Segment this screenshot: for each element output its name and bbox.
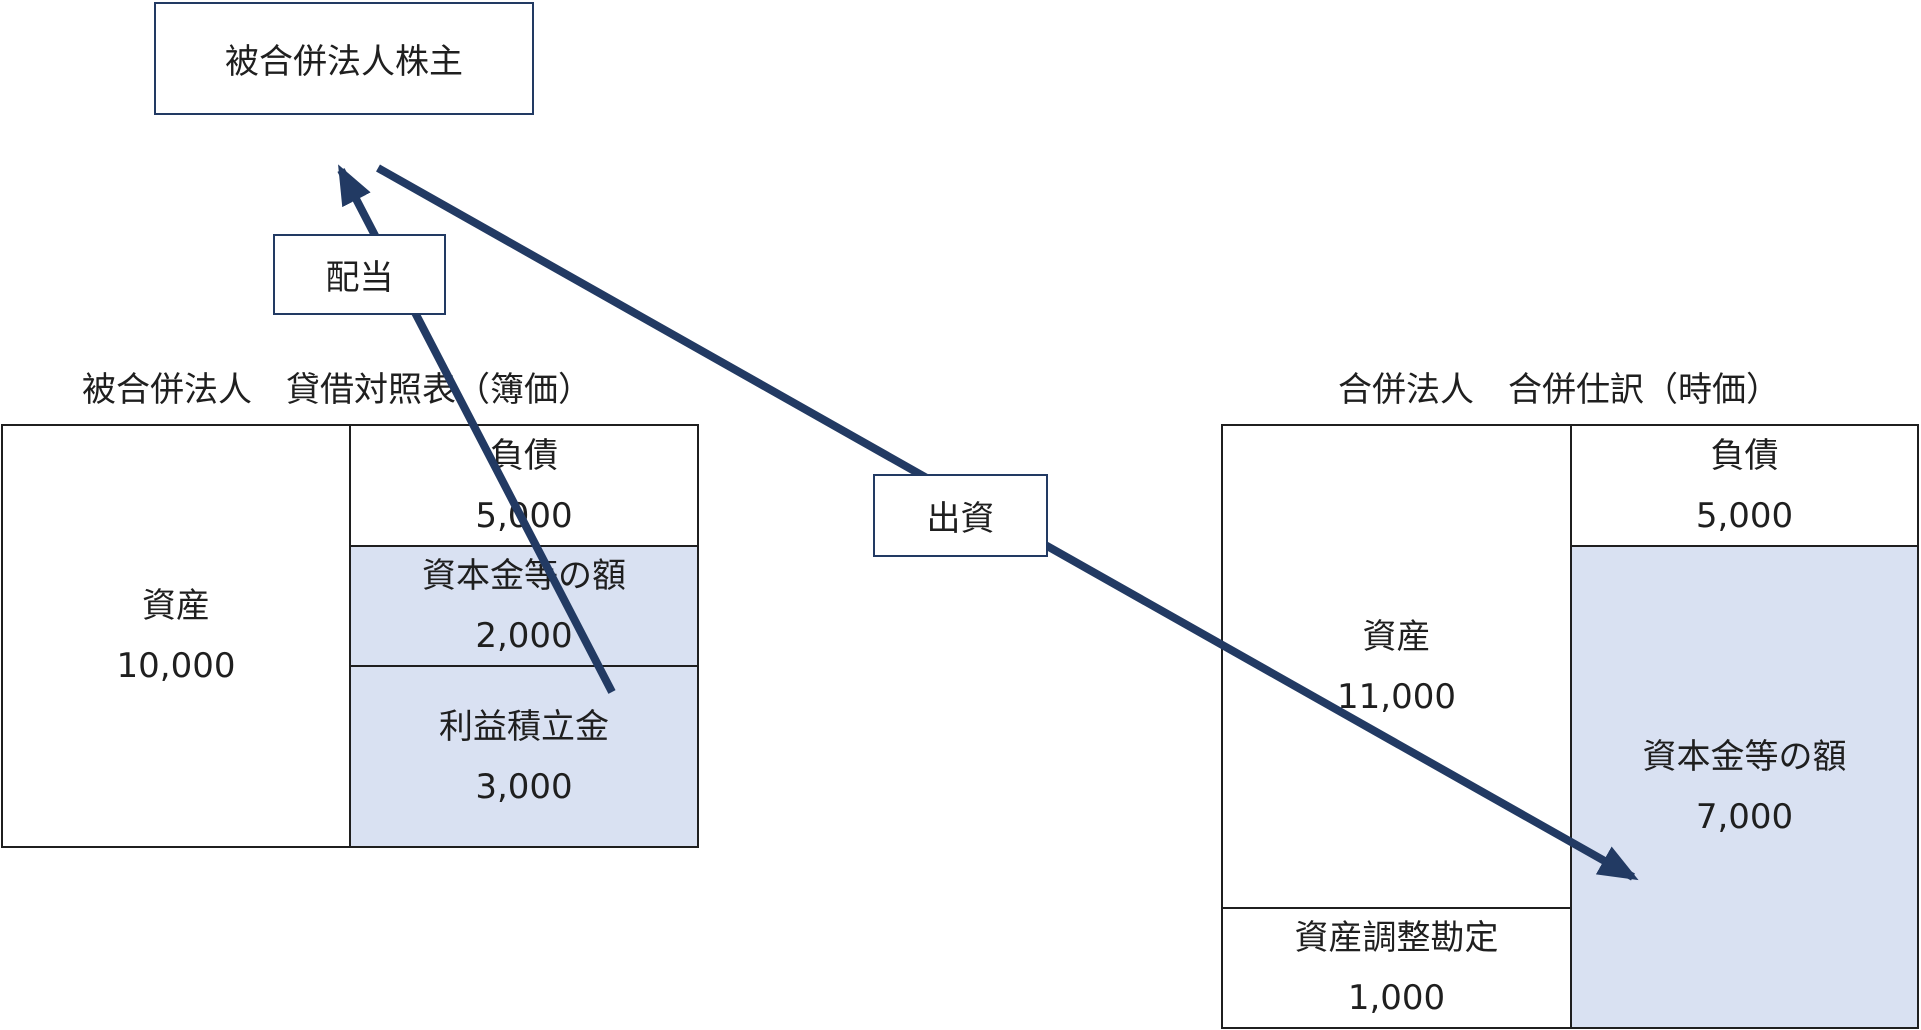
- left-capital-label: 資本金等の額: [422, 556, 626, 596]
- shareholder-box: 被合併法人株主: [154, 2, 534, 115]
- right-capital-cell: 資本金等の額 7,000: [1570, 545, 1919, 1029]
- dividend-label: 配当: [325, 258, 394, 298]
- right-assets-label: 資産: [1362, 616, 1431, 657]
- left-liabilities-label: 負債: [490, 435, 558, 476]
- right-liabilities-value: 5,000: [1695, 495, 1794, 536]
- right-adjustment-label: 資産調整勘定: [1294, 918, 1499, 958]
- left-assets-label: 資産: [142, 586, 210, 626]
- left-retained-label: 利益積立金: [439, 706, 609, 747]
- left-capital-value: 2,000: [475, 616, 573, 656]
- dividend-box: 配当: [273, 234, 446, 315]
- shareholder-label: 被合併法人株主: [225, 42, 463, 82]
- right-capital-value: 7,000: [1695, 797, 1794, 837]
- right-capital-label: 資本金等の額: [1642, 737, 1847, 777]
- right-liabilities-cell: 負債 5,000: [1570, 424, 1919, 547]
- right-assets-cell: 資産 11,000: [1221, 424, 1572, 909]
- right-sheet-title: 合併法人 合併仕訳（時価）: [1338, 370, 1780, 410]
- right-liabilities-label: 負債: [1710, 435, 1779, 476]
- left-liabilities-cell: 負債 5,000: [349, 424, 699, 547]
- right-adjustment-value: 1,000: [1347, 978, 1446, 1018]
- left-retained-cell: 利益積立金 3,000: [349, 665, 699, 848]
- contribution-box: 出資: [873, 474, 1048, 557]
- left-retained-value: 3,000: [475, 766, 573, 807]
- contribution-label: 出資: [926, 499, 995, 539]
- left-capital-cell: 資本金等の額 2,000: [349, 545, 699, 667]
- left-assets-value: 10,000: [116, 646, 236, 686]
- left-assets-cell: 資産 10,000: [1, 424, 351, 848]
- left-sheet-title: 被合併法人 貸借対照表（簿価）: [82, 370, 592, 410]
- right-assets-value: 11,000: [1337, 676, 1456, 717]
- right-adjustment-cell: 資産調整勘定 1,000: [1221, 907, 1572, 1029]
- left-liabilities-value: 5,000: [475, 495, 573, 536]
